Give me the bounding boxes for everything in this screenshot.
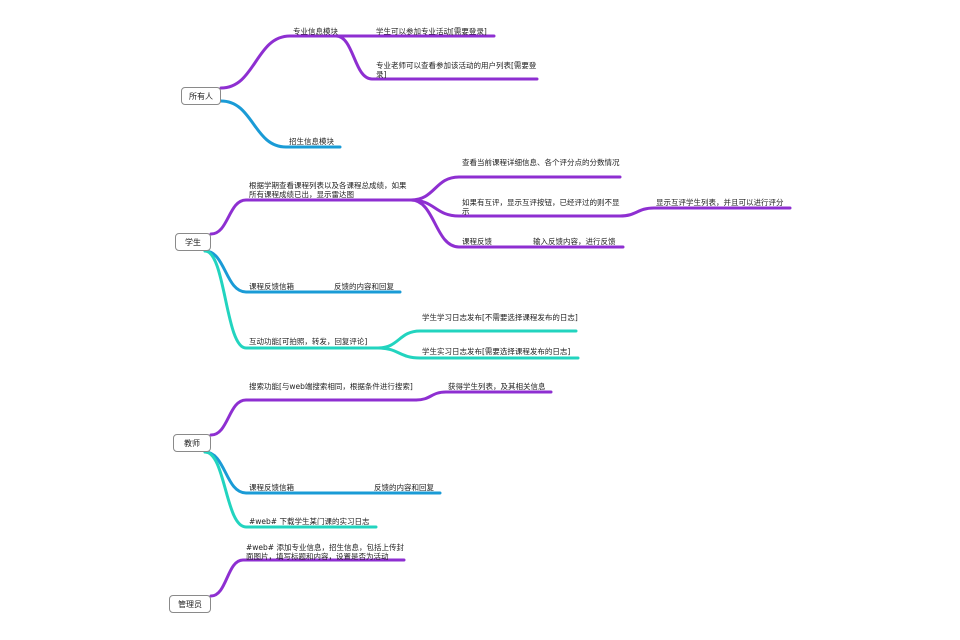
node-student-feedback-input[interactable]: 输入反馈内容，进行反馈 [533, 237, 616, 246]
node-admin-add-info[interactable]: #web# 添加专业信息，招生信息，包括上传封面图片，填写标题和内容，设置是否为… [246, 543, 404, 561]
edge-study-log [376, 329, 578, 350]
root-node-student[interactable]: 学生 [175, 233, 211, 251]
node-student-course-list[interactable]: 根据学期查看课程列表以及各课程总成绩，如果所有课程成绩已出，显示雷达图 [249, 181, 407, 199]
edge-peer-list [618, 206, 792, 218]
node-teacher-feedback-box[interactable]: 课程反馈信箱 [249, 483, 294, 492]
node-student-course-feedback[interactable]: 课程反馈 [462, 237, 492, 246]
node-student-peer-list[interactable]: 显示互评学生列表，并且可以进行评分 [656, 198, 784, 207]
node-everyone-recruit-module[interactable]: 招生信息模块 [289, 137, 334, 146]
node-student-interact[interactable]: 互动功能[可拍照，转发，回复评论] [249, 337, 368, 346]
node-teacher-search-result[interactable]: 获得学生列表，及其相关信息 [448, 382, 546, 391]
edge-course-detail [409, 175, 622, 202]
root-node-admin[interactable]: 管理员 [169, 595, 211, 613]
edge-everyone-recruit [219, 99, 342, 149]
node-everyone-pro-teacher-list[interactable]: 专业老师可以查看参加该活动的用户列表[需要登录] [376, 61, 537, 79]
edge-course-feedback [409, 198, 496, 249]
node-student-course-detail[interactable]: 查看当前课程详细信息、各个评分点的分数情况 [462, 158, 620, 167]
edge-student-interact [203, 249, 380, 350]
edge-search-result [414, 390, 553, 402]
edge-teacher-search [209, 398, 418, 437]
edge-everyone-pro-module [219, 34, 338, 90]
edge-intern-log [376, 346, 580, 360]
edge-admin-add-info [209, 558, 406, 598]
node-teacher-download[interactable]: #web# 下载学生某门课的实习日志 [249, 517, 370, 526]
node-student-feedback-box[interactable]: 课程反馈信箱 [249, 282, 294, 291]
node-teacher-feedback-reply[interactable]: 反馈的内容和回复 [374, 483, 434, 492]
node-teacher-search[interactable]: 搜索功能[与web端搜索相同，根据条件进行搜索] [249, 382, 413, 391]
node-student-peer-review[interactable]: 如果有互评，显示互评按钮，已经评过的则不显示 [462, 198, 620, 216]
root-node-teacher[interactable]: 教师 [173, 434, 211, 452]
node-everyone-pro-join[interactable]: 学生可以参加专业活动[需要登录] [376, 27, 487, 36]
node-everyone-pro-module[interactable]: 专业信息模块 [293, 27, 338, 36]
node-student-feedback-reply[interactable]: 反馈的内容和回复 [334, 282, 394, 291]
edge-teacher-download [203, 450, 378, 529]
edge-pro-teacher-list [334, 34, 539, 81]
edge-student-course-list [209, 198, 413, 236]
node-student-intern-log[interactable]: 学生实习日志发布[需要选择课程发布的日志] [422, 347, 571, 356]
node-student-study-log[interactable]: 学生学习日志发布[不需要选择课程发布的日志] [422, 313, 578, 322]
root-node-everyone[interactable]: 所有人 [181, 87, 221, 105]
